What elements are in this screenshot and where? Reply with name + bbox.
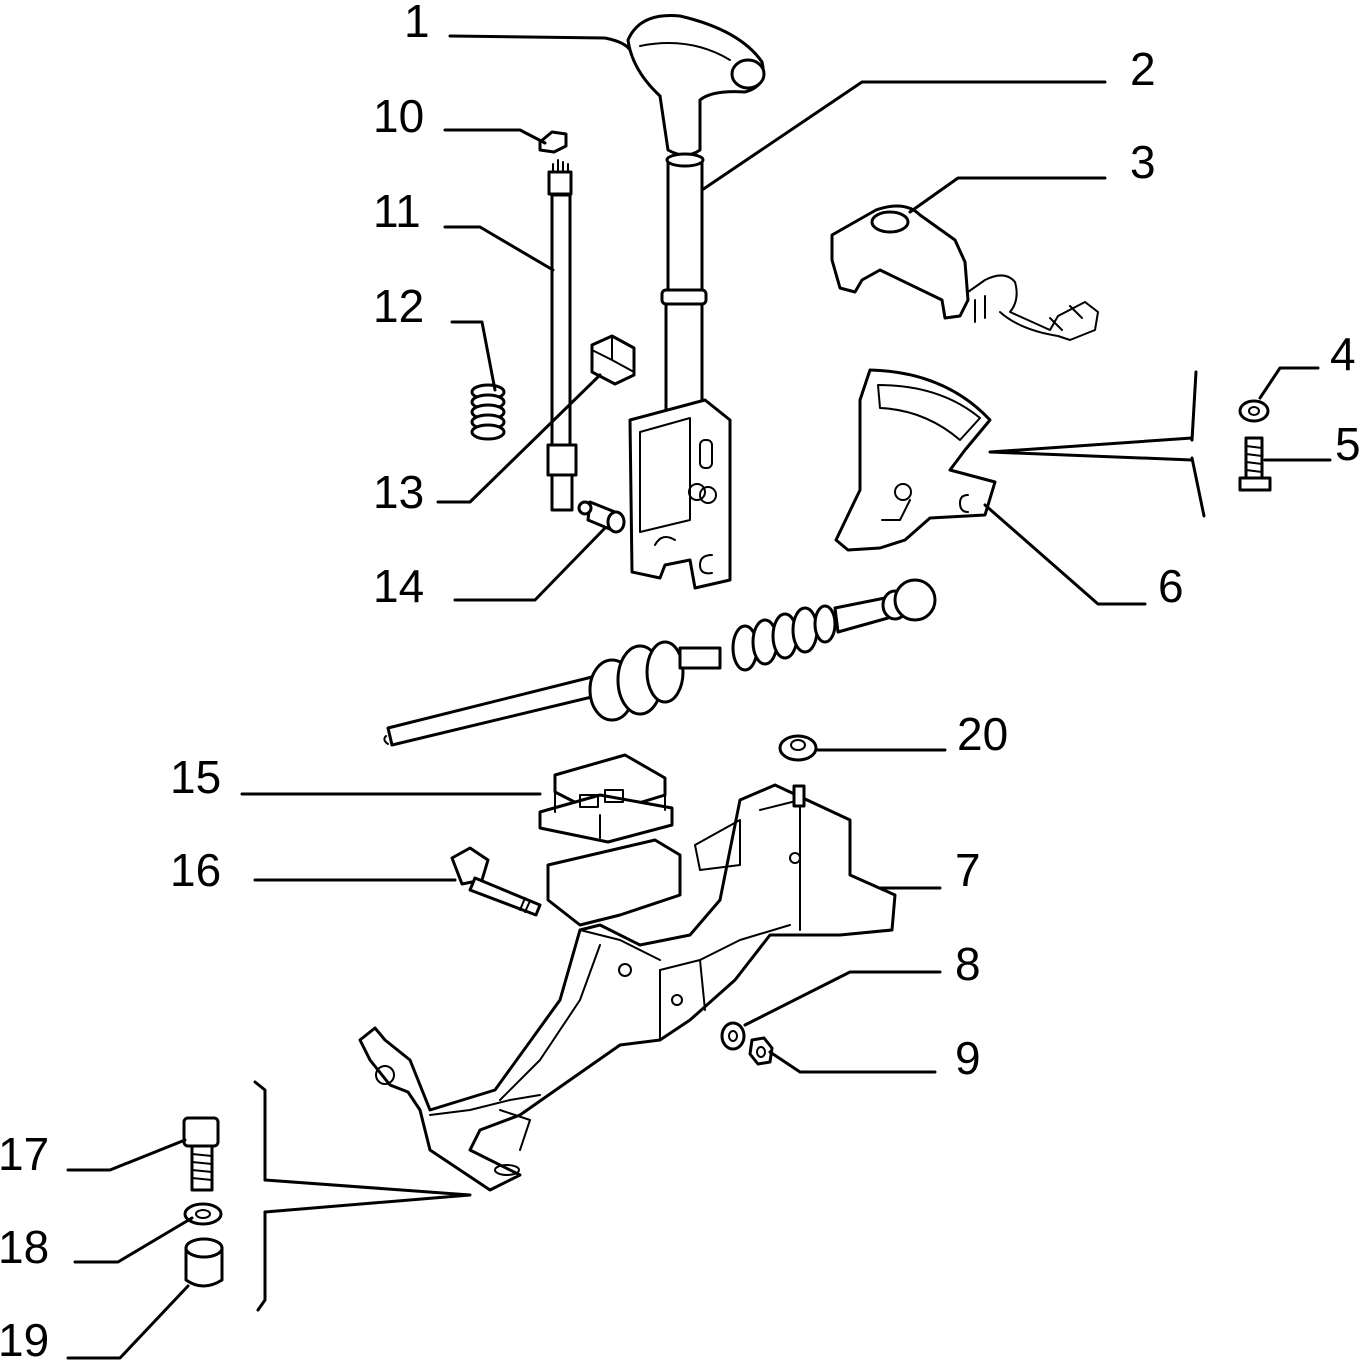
callout-6: 6 bbox=[1158, 560, 1184, 612]
part-3-selector-switch bbox=[830, 204, 1099, 341]
part-20-nut bbox=[778, 734, 818, 762]
callout-17: 17 bbox=[0, 1128, 49, 1180]
part-8-washer bbox=[720, 1021, 746, 1051]
part-15-support-block bbox=[538, 753, 674, 844]
callout-20: 20 bbox=[957, 708, 1008, 760]
shift-cable bbox=[383, 578, 937, 747]
part-10-clip bbox=[538, 130, 568, 154]
part-9-nut bbox=[748, 1036, 774, 1066]
callout-16: 16 bbox=[170, 844, 221, 896]
leader-lines bbox=[66, 34, 1332, 1360]
callout-8: 8 bbox=[955, 938, 981, 990]
part-1-gear-knob bbox=[626, 14, 766, 157]
callout-15: 15 bbox=[170, 751, 221, 803]
callout-13: 13 bbox=[373, 466, 424, 518]
part-16-bolt bbox=[450, 846, 542, 917]
part-19-bushing bbox=[184, 1237, 224, 1288]
part-4-washer bbox=[1238, 399, 1270, 423]
callout-9: 9 bbox=[955, 1032, 981, 1084]
part-5-screw bbox=[1238, 436, 1272, 492]
callout-4: 4 bbox=[1330, 328, 1356, 380]
part-12-spring bbox=[470, 383, 506, 441]
part-17-bolt bbox=[182, 1116, 220, 1192]
callout-2: 2 bbox=[1130, 43, 1156, 95]
callout-12: 12 bbox=[373, 280, 424, 332]
callout-18: 18 bbox=[0, 1221, 49, 1273]
part-2-gear-lever bbox=[628, 152, 732, 590]
group-bracket-17-19 bbox=[253, 1080, 472, 1312]
callout-11: 11 bbox=[373, 185, 421, 237]
part-6-indicator-plate bbox=[834, 368, 997, 552]
callout-10: 10 bbox=[373, 90, 424, 142]
part-11-rod bbox=[546, 159, 578, 512]
callout-5: 5 bbox=[1335, 418, 1361, 470]
callout-3: 3 bbox=[1130, 136, 1156, 188]
callout-19: 19 bbox=[0, 1314, 49, 1361]
part-18-washer bbox=[183, 1202, 223, 1226]
callout-14: 14 bbox=[373, 560, 424, 612]
callout-1: 1 bbox=[404, 0, 430, 47]
group-bracket-4-5-6 bbox=[988, 370, 1206, 518]
part-7-main-bracket bbox=[358, 783, 897, 1192]
part-13-block bbox=[590, 334, 636, 386]
part-14-pin bbox=[577, 500, 626, 534]
callout-7: 7 bbox=[955, 844, 981, 896]
